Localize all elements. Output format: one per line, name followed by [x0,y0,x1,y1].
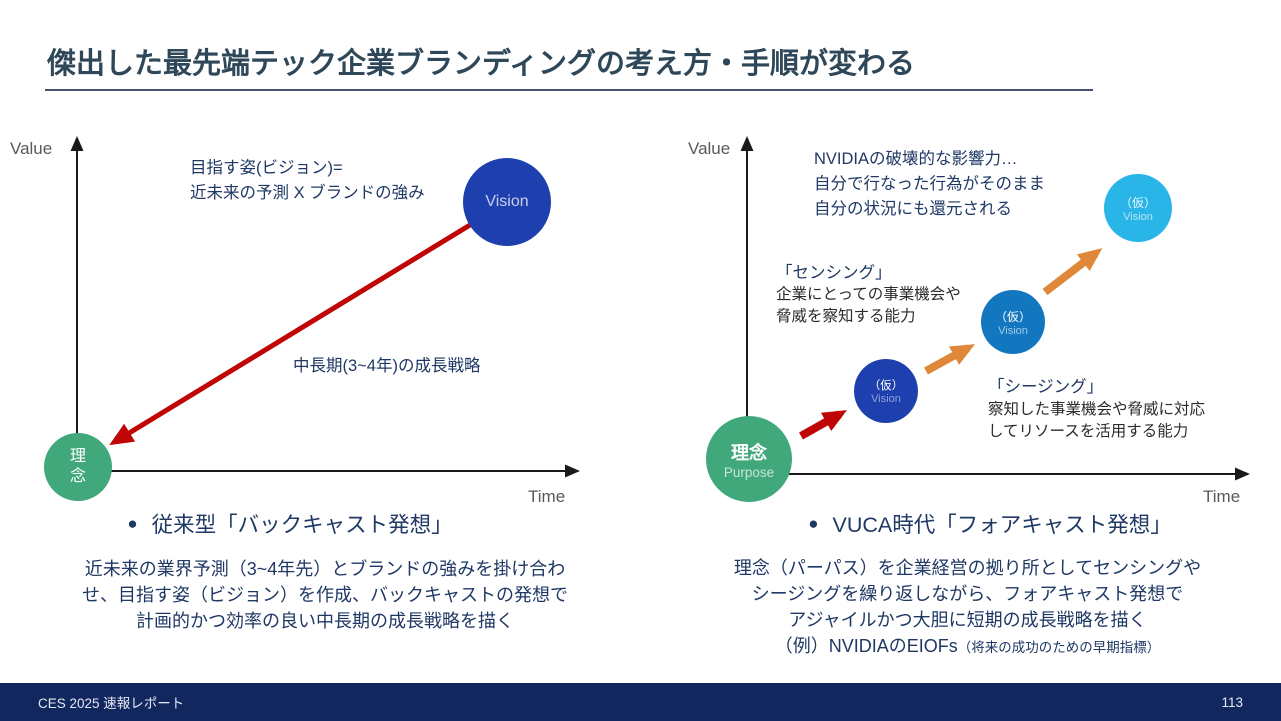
right-value-axis-label: Value [688,139,731,158]
left-purpose-circle: 理 念 [44,433,112,501]
vision-circle-2-line1: （仮） [994,309,1031,324]
footer-report-label: CES 2025 速報レポート [38,696,185,711]
left-time-axis-label: Time [528,487,566,506]
right-purpose-circle-title: 理念 [731,442,767,463]
right-heading-label: VUCA時代「フォアキャスト発想」 [832,513,1172,537]
left-description: 近未来の業界予測（3~4年先）とブランドの強みを掛け合わ せ、目指す姿（ビジョン… [82,559,568,631]
right-purpose-circle-subtitle: Purpose [723,464,775,480]
vision-circle-2-line2: Vision [998,324,1028,337]
right-description-example: （例）NVIDIAのEIOFs [774,636,958,656]
left-purpose-circle-char-1: 理 [69,448,86,465]
vision-circle-1-line2: Vision [871,393,901,405]
left-arrow-annotation: 中長期(3~4年)の成長戦略 [293,357,481,375]
left-value-axis-label: Value [10,139,53,158]
left-heading: ● 従来型「バックキャスト発想」 [20,508,560,539]
right-description-example-note: （将来の成功のための早期指標） [957,640,1161,655]
left-heading-bullet-icon: ● [127,514,138,533]
right-time-axis-label: Time [1203,487,1241,506]
left-vision-annotation: 目指す姿(ビジョン)= 近未来の予測 X ブランドの強み [190,159,425,202]
vision-circle-3-line1: （仮） [1119,195,1156,210]
vision-circle-2: （仮） Vision [981,290,1045,354]
left-heading-label: 従来型「バックキャスト発想」 [151,513,453,537]
footer-page-number: 113 [1221,694,1243,710]
left-backcast-arrow [109,222,472,446]
right-heading-bullet-icon: ● [808,514,819,533]
footer-bar: CES 2025 速報レポート 113 [0,683,1281,721]
left-vision-circle-label: Vision [485,193,529,210]
sensing-label: 「センシング」 [776,264,892,282]
left-vision-circle: Vision [463,158,551,246]
vision-circle-1-line1: （仮） [868,380,904,392]
nvidia-annotation: NVIDIAの破壊的な影響力… 自分で行なった行為がそのまま 自分の状況にも還元… [814,150,1045,218]
right-purpose-circle: 理念 Purpose [706,416,792,502]
right-forecast-arrow-2 [924,344,976,375]
left-purpose-circle-char-2: 念 [69,468,86,485]
title-underline [45,89,1093,91]
vision-circle-1: （仮） Vision [854,359,918,423]
page-title: 傑出した最先端テック企業ブランディングの考え方・手順が変わる [47,48,915,80]
right-heading: ● VUCA時代「フォアキャスト発想」 [700,508,1280,539]
right-forecast-arrow-3 [1042,248,1103,296]
seizing-body: 察知した事業機会や脅威に対応 してリソースを活用する能力 [988,401,1206,440]
vision-circle-3: （仮） Vision [1104,174,1172,242]
right-forecast-arrow-1 [799,410,847,440]
seizing-label: 「シージング」 [988,378,1104,396]
vision-circle-3-line2: Vision [1123,210,1153,223]
sensing-body: 企業にとっての事業機会や 脅威を察知する能力 [776,286,961,325]
right-description: 理念（パーパス）を企業経営の拠り所としてセンシングや シージングを繰り返しながら… [733,558,1202,656]
